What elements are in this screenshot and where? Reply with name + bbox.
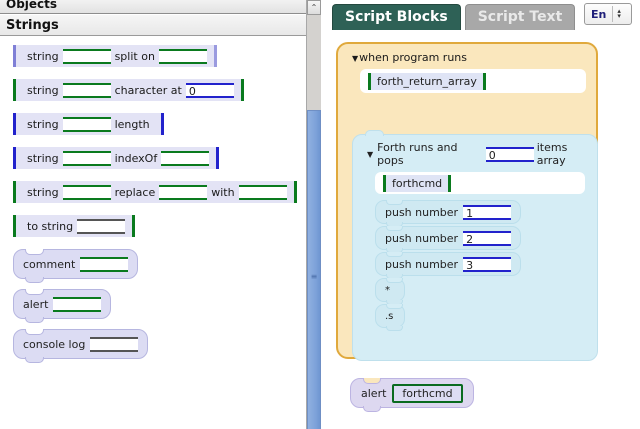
forth-body-slot[interactable]: forthcmd bbox=[375, 172, 585, 194]
variable-forthcmd-alert[interactable]: forthcmd bbox=[392, 383, 463, 403]
palette-block-string-length[interactable]: string length bbox=[13, 113, 164, 135]
block-dot-s[interactable]: .s bbox=[375, 304, 405, 331]
block-label: push number bbox=[385, 257, 459, 271]
block-label: string bbox=[27, 83, 59, 97]
block-label: string bbox=[27, 151, 59, 165]
variable-forthcmd[interactable]: forthcmd bbox=[383, 174, 452, 192]
block-push-number-1[interactable]: push number 1 bbox=[375, 200, 522, 227]
palette-command-console-log[interactable]: console log bbox=[13, 329, 149, 363]
scrollbar-thumb[interactable]: ≡ bbox=[307, 110, 321, 429]
palette-block-to-string[interactable]: to string bbox=[13, 215, 136, 237]
alert-label: alert bbox=[361, 386, 387, 400]
block-label: length bbox=[114, 117, 150, 131]
block-label: * bbox=[385, 284, 390, 296]
socket-string[interactable] bbox=[62, 48, 111, 64]
trigger-body-slot[interactable]: forth_return_array bbox=[360, 69, 586, 93]
scrollbar-track[interactable]: ≡ bbox=[307, 15, 321, 429]
disclosure-triangle-icon[interactable]: ▼ bbox=[352, 54, 359, 63]
block-label: replace bbox=[114, 185, 156, 199]
block-label: string bbox=[27, 117, 59, 131]
forth-title-after: items array bbox=[536, 141, 568, 167]
palette-header-objects[interactable]: Objects bbox=[0, 0, 306, 14]
palette-block-string-split-on[interactable]: string split on bbox=[13, 45, 217, 67]
trigger-title-row: ▼when program runs bbox=[338, 50, 596, 69]
block-label: to string bbox=[27, 219, 74, 233]
block-label: push number bbox=[385, 205, 459, 219]
block-label: with bbox=[211, 185, 235, 199]
forth-command-stack: push number 1 push number 2 push number 3 * .s bbox=[353, 200, 597, 331]
language-value: En bbox=[591, 7, 607, 21]
block-label: console log bbox=[23, 337, 86, 351]
palette-scrollbar[interactable]: ⌃ ≡ bbox=[306, 0, 321, 429]
socket-string[interactable] bbox=[158, 48, 207, 64]
socket-string[interactable] bbox=[62, 82, 111, 98]
variable-forth-return-array[interactable]: forth_return_array bbox=[368, 72, 486, 90]
socket-string[interactable] bbox=[62, 150, 111, 166]
forth-title-before: Forth runs and pops bbox=[377, 141, 458, 167]
block-forth-runs-and-pops[interactable]: ▼Forth runs and pops 0 items array forth… bbox=[352, 130, 598, 361]
palette-command-blocks: comment alert console log bbox=[13, 249, 306, 363]
tab-bar: Script Blocks Script Text En ▴ ▾ bbox=[322, 0, 640, 30]
trigger-title-label: when program runs bbox=[359, 51, 468, 64]
socket-string[interactable] bbox=[161, 150, 210, 166]
block-label: string bbox=[27, 49, 59, 63]
palette-header-strings[interactable]: Strings bbox=[0, 14, 306, 36]
chevron-updown-icon: ▴ ▾ bbox=[617, 7, 621, 20]
socket-string[interactable] bbox=[53, 296, 102, 312]
forth-title-row: ▼Forth runs and pops 0 items array bbox=[353, 140, 597, 172]
script-canvas[interactable]: ▼when program runs forth_return_array ▼F… bbox=[322, 30, 640, 429]
socket-string[interactable] bbox=[62, 184, 111, 200]
socket-string[interactable] bbox=[238, 184, 287, 200]
forth-count-input[interactable]: 0 bbox=[485, 146, 534, 162]
block-palette: Objects Strings string split on string char… bbox=[0, 0, 306, 429]
block-push-number-3[interactable]: push number 3 bbox=[375, 252, 522, 279]
language-divider bbox=[612, 6, 614, 22]
block-label: split on bbox=[114, 49, 155, 63]
socket-any[interactable] bbox=[77, 218, 126, 234]
socket-number[interactable]: 1 bbox=[463, 204, 512, 220]
socket-number[interactable]: 2 bbox=[463, 230, 512, 246]
palette-command-comment[interactable]: comment bbox=[13, 249, 139, 283]
block-push-number-2[interactable]: push number 2 bbox=[375, 226, 522, 253]
socket-string[interactable] bbox=[62, 116, 111, 132]
block-label: alert bbox=[23, 297, 49, 311]
socket-string[interactable] bbox=[80, 256, 129, 272]
socket-string[interactable] bbox=[159, 184, 208, 200]
palette-block-string-indexof[interactable]: string indexOf bbox=[13, 147, 220, 169]
tab-script-text[interactable]: Script Text bbox=[464, 4, 576, 30]
block-label: indexOf bbox=[114, 151, 158, 165]
block-label: comment bbox=[23, 257, 76, 271]
block-label: character at bbox=[114, 83, 182, 97]
scrollbar-grip-icon: ≡ bbox=[310, 272, 318, 281]
block-label: string bbox=[27, 185, 59, 199]
socket-number[interactable]: 0 bbox=[185, 82, 234, 98]
palette-command-alert[interactable]: alert bbox=[13, 289, 112, 323]
block-label: push number bbox=[385, 231, 459, 245]
palette-block-string-replace-with[interactable]: string replace with bbox=[13, 181, 297, 203]
disclosure-triangle-icon-forth[interactable]: ▼ bbox=[367, 149, 374, 159]
tab-script-blocks[interactable]: Script Blocks bbox=[332, 4, 461, 30]
block-label: .s bbox=[385, 310, 394, 322]
script-panel: Script Blocks Script Text En ▴ ▾ ▼when p… bbox=[322, 0, 640, 429]
socket-number[interactable]: 3 bbox=[463, 256, 512, 272]
scroll-up-arrow-icon[interactable]: ⌃ bbox=[307, 0, 321, 15]
socket-any[interactable] bbox=[90, 336, 139, 352]
language-select[interactable]: En ▴ ▾ bbox=[584, 3, 632, 25]
block-multiply[interactable]: * bbox=[375, 278, 405, 305]
block-alert[interactable]: alert forthcmd bbox=[350, 378, 474, 412]
